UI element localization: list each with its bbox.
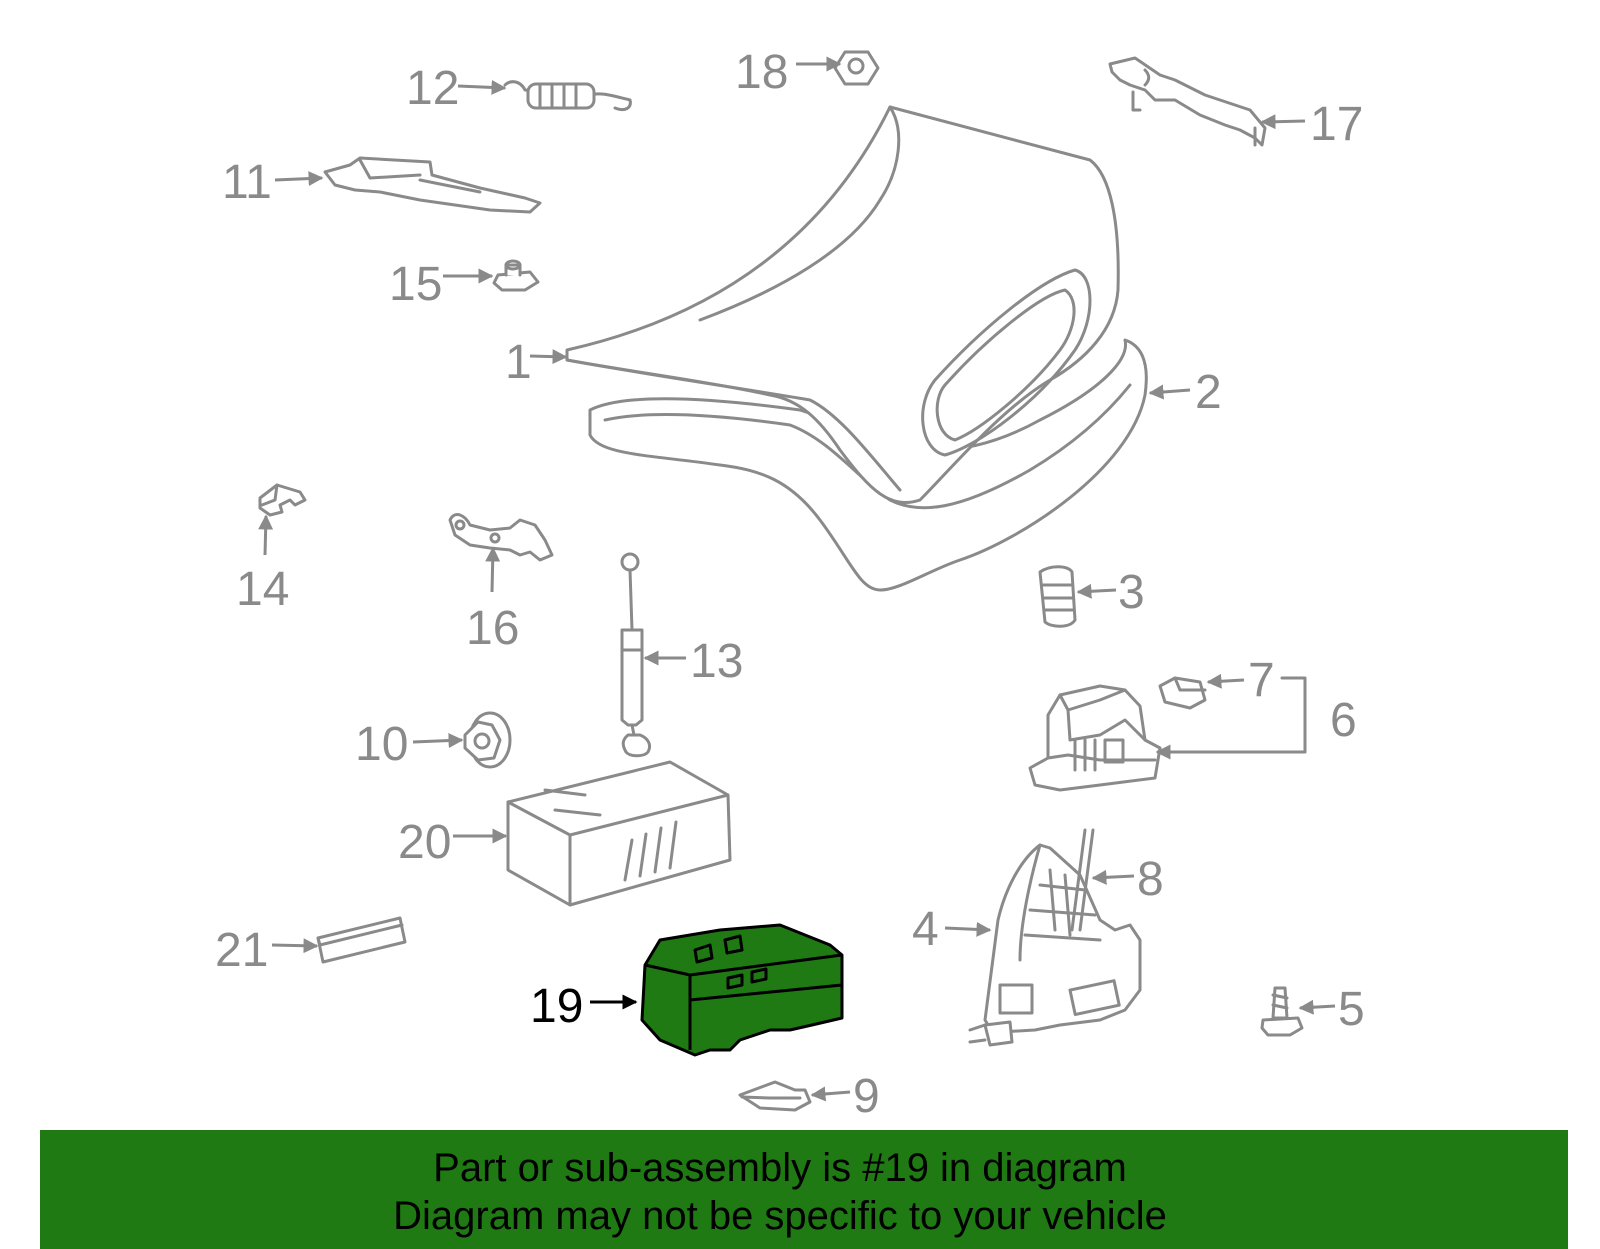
callout-11: 11 — [222, 156, 272, 209]
footer-line-disclaimer: Diagram may not be specific to your vehi… — [393, 1194, 1167, 1238]
part-9-pad[interactable] — [738, 1080, 812, 1112]
callout-16: 16 — [466, 602, 519, 655]
callout-1: 1 — [505, 336, 532, 389]
part-12-spring[interactable] — [503, 80, 632, 112]
part-4-latch[interactable] — [968, 843, 1142, 1047]
part-15-grommet[interactable] — [492, 259, 540, 292]
footer-line-part-info: Part or sub-assembly is #19 in diagram — [433, 1146, 1127, 1190]
part-20-tray[interactable] — [506, 760, 732, 907]
callout-17: 17 — [1310, 98, 1363, 151]
part-11-hinge-bracket[interactable] — [323, 156, 542, 214]
part-8-cable[interactable] — [1070, 828, 1095, 932]
part-5-bolt[interactable] — [1260, 986, 1304, 1037]
part-21-foam-block[interactable] — [316, 916, 407, 964]
part-13-gas-strut[interactable] — [620, 552, 652, 758]
callout-15: 15 — [389, 258, 442, 311]
callout-8: 8 — [1137, 853, 1164, 906]
part-3-buffer[interactable] — [1038, 565, 1077, 628]
part-14-clip[interactable] — [258, 483, 307, 517]
callout-4: 4 — [912, 903, 939, 956]
part-16-cable[interactable] — [448, 513, 554, 562]
part-10-bump-stop[interactable] — [463, 711, 512, 769]
part-17-hinge[interactable] — [1108, 56, 1267, 147]
leader-lines — [258, 56, 1336, 1102]
callout-12: 12 — [406, 62, 459, 115]
part-6-latch[interactable] — [1028, 684, 1162, 792]
callout-18: 18 — [735, 46, 788, 99]
callout-10: 10 — [355, 718, 408, 771]
part-18-nut[interactable] — [833, 50, 880, 86]
callout-7: 7 — [1248, 654, 1275, 707]
callout-21: 21 — [215, 924, 268, 977]
callout-3: 3 — [1118, 566, 1145, 619]
callout-14: 14 — [236, 563, 289, 616]
part-1-trunk-lid[interactable] — [565, 105, 1120, 505]
footer-banner: Part or sub-assembly is #19 in diagram D… — [40, 1130, 1568, 1249]
callout-5: 5 — [1338, 983, 1365, 1036]
callout-19: 19 — [530, 980, 583, 1033]
part-7-lock-cylinder[interactable] — [1158, 676, 1207, 710]
callout-6: 6 — [1330, 694, 1357, 747]
callout-9: 9 — [853, 1070, 880, 1123]
callout-2: 2 — [1195, 366, 1222, 419]
callouts: 1 2 3 4 5 6 7 8 9 10 11 12 13 14 15 16 1… — [215, 46, 1365, 1123]
callout-20: 20 — [398, 816, 451, 869]
part-19-module[interactable] — [640, 923, 844, 1057]
parts-diagram: 1 2 3 4 5 6 7 8 9 10 11 12 13 14 15 16 1… — [215, 46, 1365, 1123]
callout-13: 13 — [690, 635, 743, 688]
